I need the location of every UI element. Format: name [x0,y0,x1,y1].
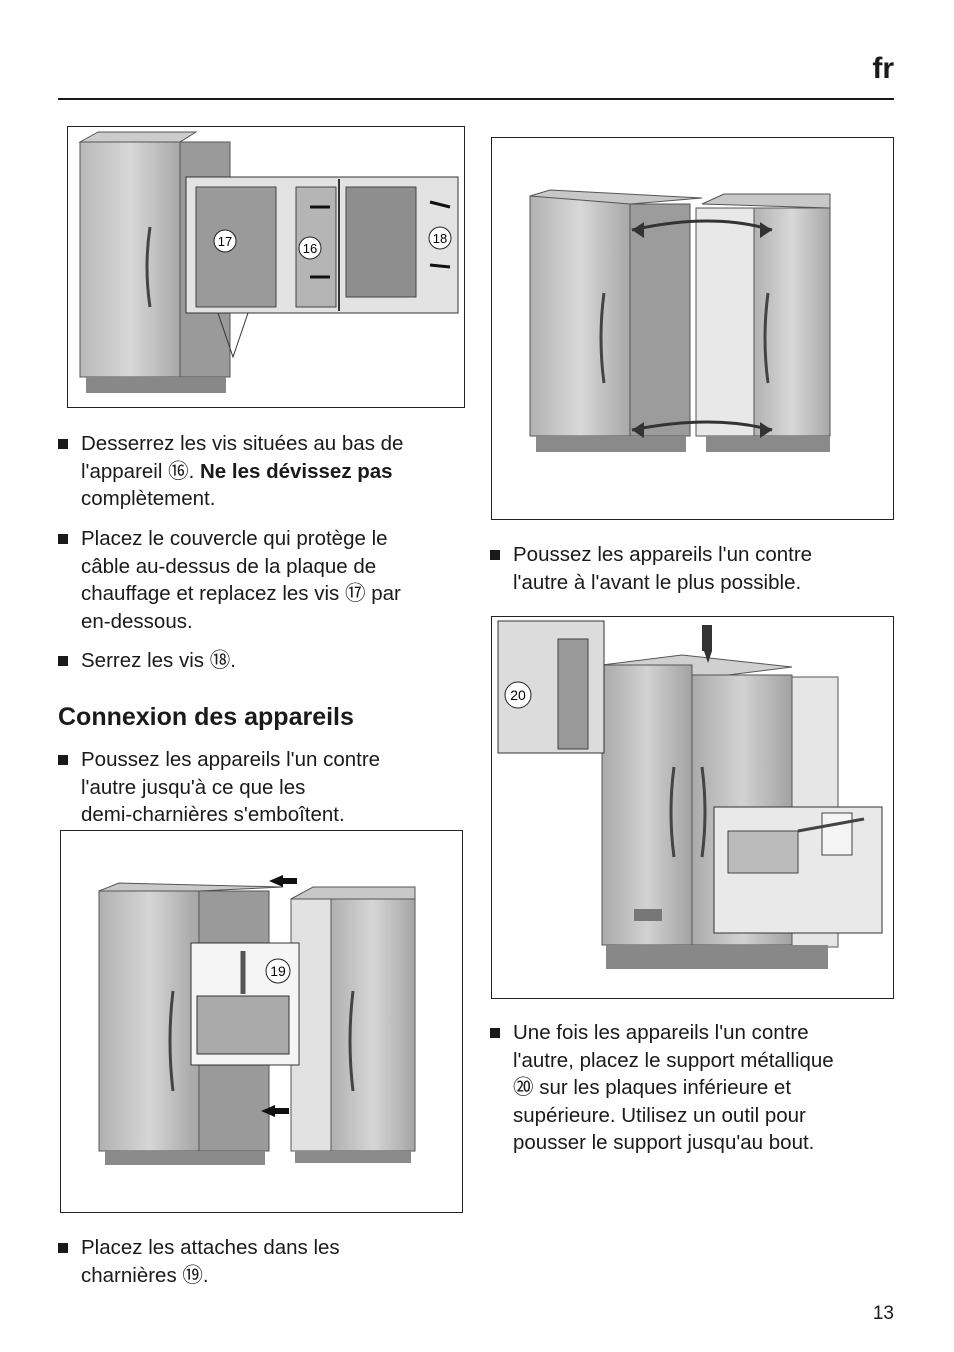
text-line: Serrez les vis ⑱. [81,649,236,672]
text-line: l'autre, placez le support métallique [513,1048,834,1072]
callout-16: 16 [303,241,317,256]
figure-hinges: 19 [60,830,463,1213]
bullet-square [58,755,68,765]
text-line: pousser le support jusqu'au bout. [513,1131,815,1154]
bullet-push-hinges: Poussez les appareils l'un contre l'autr… [58,746,380,829]
bullet-square [490,550,500,560]
text-line: chauffage et replacez les vis ⑰ par [81,582,401,605]
bullet-push-front: Poussez les appareils l'un contre l'autr… [490,541,812,596]
callout-18: 18 [433,231,447,246]
text-line: câble au-dessus de la plaque de [81,554,377,578]
text-line: l'autre jusqu'à ce que les [81,775,306,799]
callout-17: 17 [218,234,232,249]
figure-screws: 17 16 18 [67,126,465,408]
bullet-cover-cable: Placez le couvercle qui protège le câble… [58,525,401,635]
language-code: fr [872,52,894,85]
text-line: demi-charnières s'emboîtent. [81,803,345,826]
text-line: l'autre à l'avant le plus possible. [513,570,802,594]
text-line: charnières ⑲. [81,1263,209,1287]
bullet-loosen-screws: Desserrez les vis situées au bas de l'ap… [58,430,403,513]
text-line: complètement. [81,487,216,510]
section-heading: Connexion des appareils [58,703,354,731]
text-line: Poussez les appareils l'un contre [513,543,813,566]
text-line: en-dessous. [81,609,193,633]
text-line: ⑳ sur les plaques inférieure et [513,1076,792,1099]
header-rule [58,98,894,100]
figure-metal-support: 20 [491,616,894,999]
bullet-square [58,534,68,544]
text-line: Placez le couvercle qui protège le [81,527,388,550]
bullet-square [58,439,68,449]
text-line: supérieure. Utilisez un outil pour [513,1103,806,1127]
figure-push-front [491,137,894,520]
text-line: Placez les attaches dans les [81,1236,340,1259]
bullet-tighten-screws: Serrez les vis ⑱. [58,647,236,675]
text-line: Poussez les appareils l'un contre [81,748,381,771]
page-number: 13 [872,1303,894,1324]
bullet-square [490,1028,500,1038]
bullet-square [58,1243,68,1253]
bullet-attach-clips: Placez les attaches dans les charnières … [58,1234,340,1289]
callout-19: 19 [270,963,286,979]
bullet-metal-support: Une fois les appareils l'un contre l'aut… [490,1019,834,1157]
text-line: Une fois les appareils l'un contre [513,1021,809,1044]
bullet-square [58,656,68,666]
callout-20: 20 [510,687,526,703]
text-line: l'appareil ⑯. Ne les dévissez pas [81,459,393,483]
text-line: Desserrez les vis situées au bas de [81,432,404,455]
